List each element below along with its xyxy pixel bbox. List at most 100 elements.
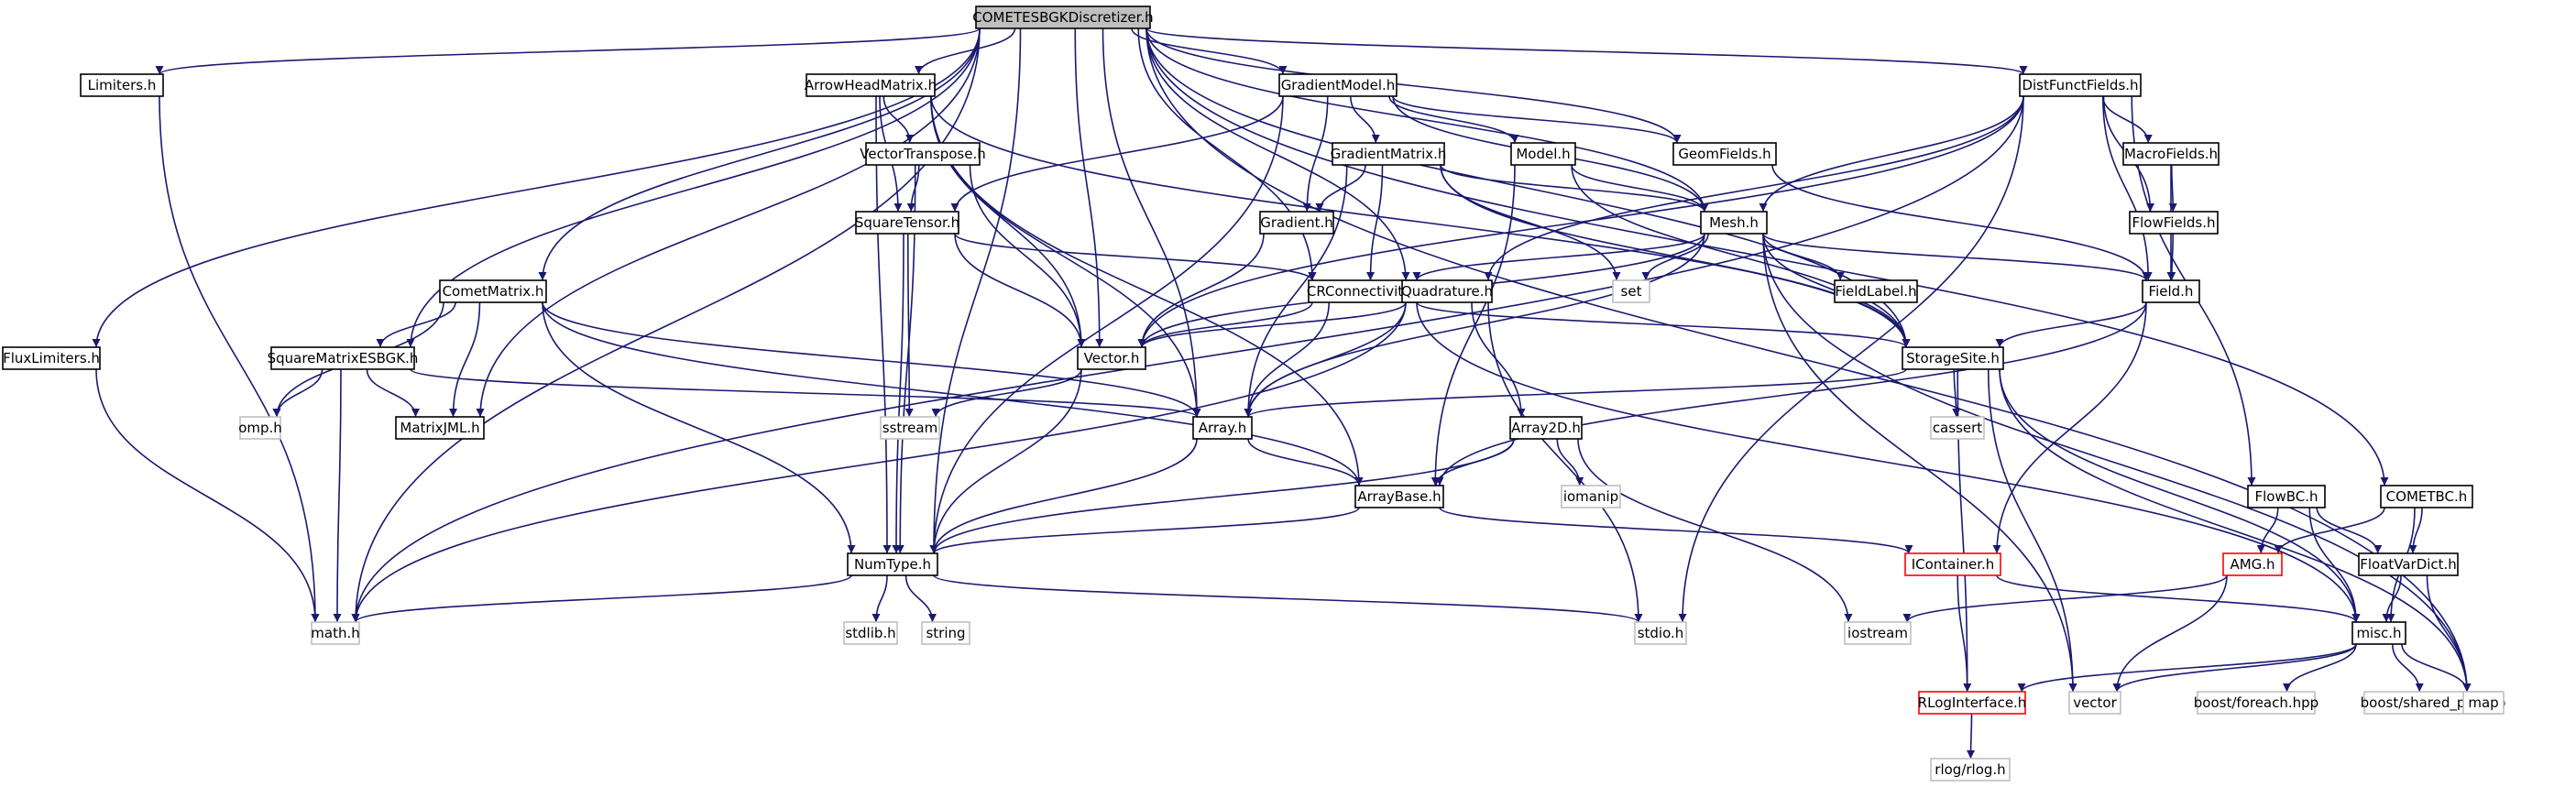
node-flowbc[interactable]: FlowBC.h [2247,485,2326,508]
node-box-root [975,5,1151,29]
node-label-rloginterface: RLogInterface.h [1918,694,2027,711]
node-box-geomfields [1672,142,1777,166]
node-matrixjml[interactable]: MatrixJML.h [395,416,485,440]
node-iomanip: iomanip [1561,485,1621,508]
edge-gradient-to-vector_h [1137,233,1265,348]
edge-sqmatrix-to-matrixjml [366,368,420,418]
node-label-rlog: rlog/rlog.h [1935,761,2005,778]
node-label-vector_h: Vector.h [1084,350,1140,366]
edge-storagesite-to-cassert [1952,368,1961,418]
edge-root-to-array [1102,27,1201,418]
node-string: string [921,621,970,645]
edge-cometmatrix-to-sqmatrix [376,301,456,348]
node-box-fieldlabel [1834,279,1918,303]
node-box-quadrature [1401,279,1493,303]
node-label-cometbc: COMETBC.h [2386,488,2468,505]
node-box-omp [239,416,281,440]
edge-distfunct-to-mesh [1759,95,2024,213]
edge-distfunct-to-vector_h [1137,95,2024,348]
node-gradmodel[interactable]: GradientModel.h [1278,73,1398,97]
edge-distfunct-to-field [2101,95,2153,281]
node-misc[interactable]: misc.h [2351,621,2406,645]
node-limiters[interactable]: Limiters.h [80,73,164,97]
node-macrofields[interactable]: MacroFields.h [2122,142,2220,166]
node-vector_h[interactable]: Vector.h [1077,346,1146,370]
edge-gradmatrix-to-storagesite [1440,164,1911,348]
edge-crconn-to-vector_h [1137,301,1313,348]
edge-misc-to-map [2401,643,2472,693]
node-field[interactable]: Field.h [2142,279,2200,303]
edge-vector_h-to-sstream [931,368,1082,418]
edge-cometbc-to-amg [2274,507,2385,554]
edge-cometmatrix-to-array [542,301,1201,418]
node-icontainer[interactable]: IContainer.h [1904,552,2001,576]
node-box-numtype [847,552,938,576]
edge-root-to-distfunct [1145,27,2028,75]
edge-storagesite-to-map [1999,368,2472,693]
node-rloginterface[interactable]: RLogInterface.h [1918,691,2027,715]
edge-crconn-to-misc [1416,301,2361,623]
node-cometmatrix[interactable]: CometMatrix.h [439,279,547,303]
edge-model-to-storagesite [1571,164,1911,348]
edge-geomfields-to-field [1771,164,2151,281]
node-array2d[interactable]: Array2D.h [1509,416,1583,440]
node-floatvardict[interactable]: FloatVarDict.h [2358,552,2459,576]
node-box-storagesite [1902,346,2004,370]
node-label-cometmatrix: CometMatrix.h [443,283,544,300]
node-box-mesh [1700,211,1768,235]
node-label-storagesite: StorageSite.h [1906,350,2000,366]
node-amg[interactable]: AMG.h [2222,552,2283,576]
node-mathh: math.h [311,621,360,645]
node-box-arraybase [1354,485,1444,508]
node-storagesite[interactable]: StorageSite.h [1902,346,2004,370]
edge-squaretensor-to-sstream [904,233,914,418]
node-mesh[interactable]: Mesh.h [1700,211,1768,235]
node-array[interactable]: Array.h [1192,416,1253,440]
edge-array-to-numtype [929,438,1198,554]
node-sqmatrix[interactable]: SquareMatrixESBGK.h [268,346,419,370]
node-box-macrofields [2122,142,2220,166]
node-label-flowfields: FlowFields.h [2132,214,2216,231]
node-numtype[interactable]: NumType.h [847,552,938,576]
edge-storagesite-to-vectorstd [1987,368,2077,693]
node-label-cassert: cassert [1933,420,1982,436]
node-label-fieldlabel: FieldLabel.h [1835,283,1916,300]
node-quadrature[interactable]: Quadrature.h [1401,279,1493,303]
node-label-matrixjml: MatrixJML.h [400,420,479,436]
node-flowfields[interactable]: FlowFields.h [2129,211,2219,235]
edge-root-to-cometmatrix [538,27,981,281]
node-gradient[interactable]: Gradient.h [1259,211,1334,235]
node-cometbc[interactable]: COMETBC.h [2380,485,2473,508]
node-distfunct[interactable]: DistFunctFields.h [2019,73,2142,97]
node-fieldlabel[interactable]: FieldLabel.h [1834,279,1918,303]
node-box-limiters [80,73,164,97]
edge-numtype-to-stdio [933,574,1643,623]
edge-cometbc-to-floatvardict [2408,507,2423,554]
node-model[interactable]: Model.h [1510,142,1576,166]
node-label-sstream: sstream [882,420,937,436]
node-arrowhead[interactable]: ArrowHeadMatrix.h [805,73,937,97]
edge-gradmatrix-to-crconn [1366,164,1384,281]
node-squaretensor[interactable]: SquareTensor.h [855,211,959,235]
edge-flowbc-to-floatvardict [2316,507,2383,554]
node-label-misc: misc.h [2356,625,2401,641]
node-gradmatrix[interactable]: GradientMatrix.h [1331,142,1447,166]
node-fluxlimiters[interactable]: FluxLimiters.h [2,346,101,370]
node-label-amg: AMG.h [2230,556,2275,573]
edge-squaretensor-to-crconn [954,233,1317,281]
edge-array2d-to-iostream [1577,438,1853,623]
node-label-model: Model.h [1516,146,1570,162]
node-arraybase[interactable]: ArrayBase.h [1354,485,1444,508]
node-vectranspose[interactable]: VectorTranspose.h [860,142,986,166]
node-label-omp: omp.h [238,420,282,436]
node-box-rloginterface [1918,691,2026,715]
edge-cometmatrix-to-arraybase [542,301,1364,486]
node-box-stdlib [843,621,898,645]
node-geomfields[interactable]: GeomFields.h [1672,142,1777,166]
edge-field-to-arraybase [1435,301,2147,486]
edge-vector_h-to-numtype [929,368,1082,554]
edge-gradmodel-to-model [1388,95,1519,144]
node-label-distfunct: DistFunctFields.h [2022,77,2138,93]
node-root[interactable]: COMETESBGKDiscretizer.h [972,5,1154,29]
node-stdio: stdio.h [1634,621,1687,645]
